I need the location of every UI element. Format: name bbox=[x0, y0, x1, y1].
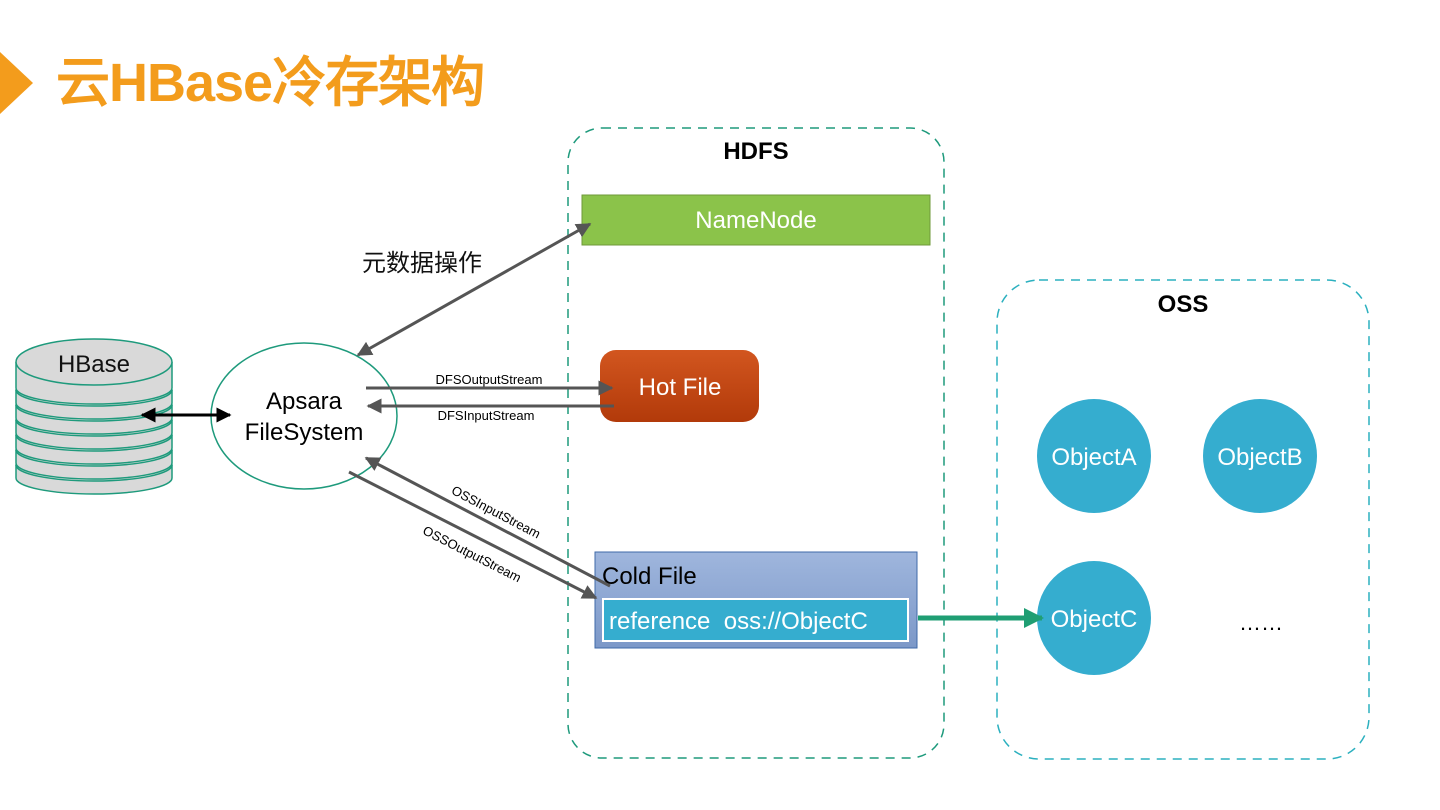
object-c-label: ObjectC bbox=[1051, 606, 1138, 633]
oss-container: OSS bbox=[996, 279, 1370, 760]
object-b[interactable]: ObjectB bbox=[1203, 399, 1317, 513]
cold-file-box[interactable]: Cold File reference oss://ObjectC bbox=[594, 551, 918, 649]
apsara-label-line2: FileSystem bbox=[245, 419, 364, 446]
hdfs-title: HDFS bbox=[723, 138, 788, 165]
dfs-output-label: DFSOutputStream bbox=[436, 372, 543, 387]
object-a[interactable]: ObjectA bbox=[1037, 399, 1151, 513]
hot-file-box[interactable]: Hot File bbox=[600, 350, 759, 422]
object-b-label: ObjectB bbox=[1217, 444, 1302, 471]
metadata-operation-arrow bbox=[356, 222, 592, 357]
reference-box[interactable]: reference oss://ObjectC bbox=[602, 598, 909, 642]
apsara-filesystem-node[interactable]: Apsara FileSystem bbox=[210, 342, 398, 490]
cold-file-label: Cold File bbox=[602, 563, 697, 590]
oss-input-label: OSSInputStream bbox=[449, 483, 543, 542]
title-marker-triangle bbox=[0, 52, 33, 114]
hbase-label: HBase bbox=[58, 351, 130, 378]
hbase-database[interactable]: HBase bbox=[15, 338, 173, 495]
hot-file-label: Hot File bbox=[639, 374, 722, 401]
metadata-operation-label: 元数据操作 bbox=[362, 250, 482, 277]
object-c[interactable]: ObjectC bbox=[1037, 561, 1151, 675]
reference-label: reference oss://ObjectC bbox=[609, 608, 868, 635]
object-a-label: ObjectA bbox=[1051, 444, 1136, 471]
hdfs-container: HDFS bbox=[567, 127, 945, 759]
dfs-input-label: DFSInputStream bbox=[438, 408, 535, 423]
page-title: 云HBase冷存架构 bbox=[56, 53, 485, 113]
oss-output-arrow bbox=[348, 470, 598, 600]
namenode-box[interactable]: NameNode bbox=[581, 194, 931, 246]
oss-title: OSS bbox=[1158, 291, 1209, 318]
more-objects-ellipsis: …… bbox=[1239, 610, 1283, 635]
apsara-label-line1: Apsara bbox=[266, 388, 343, 415]
oss-input-arrow bbox=[364, 456, 611, 588]
namenode-label: NameNode bbox=[695, 207, 816, 234]
